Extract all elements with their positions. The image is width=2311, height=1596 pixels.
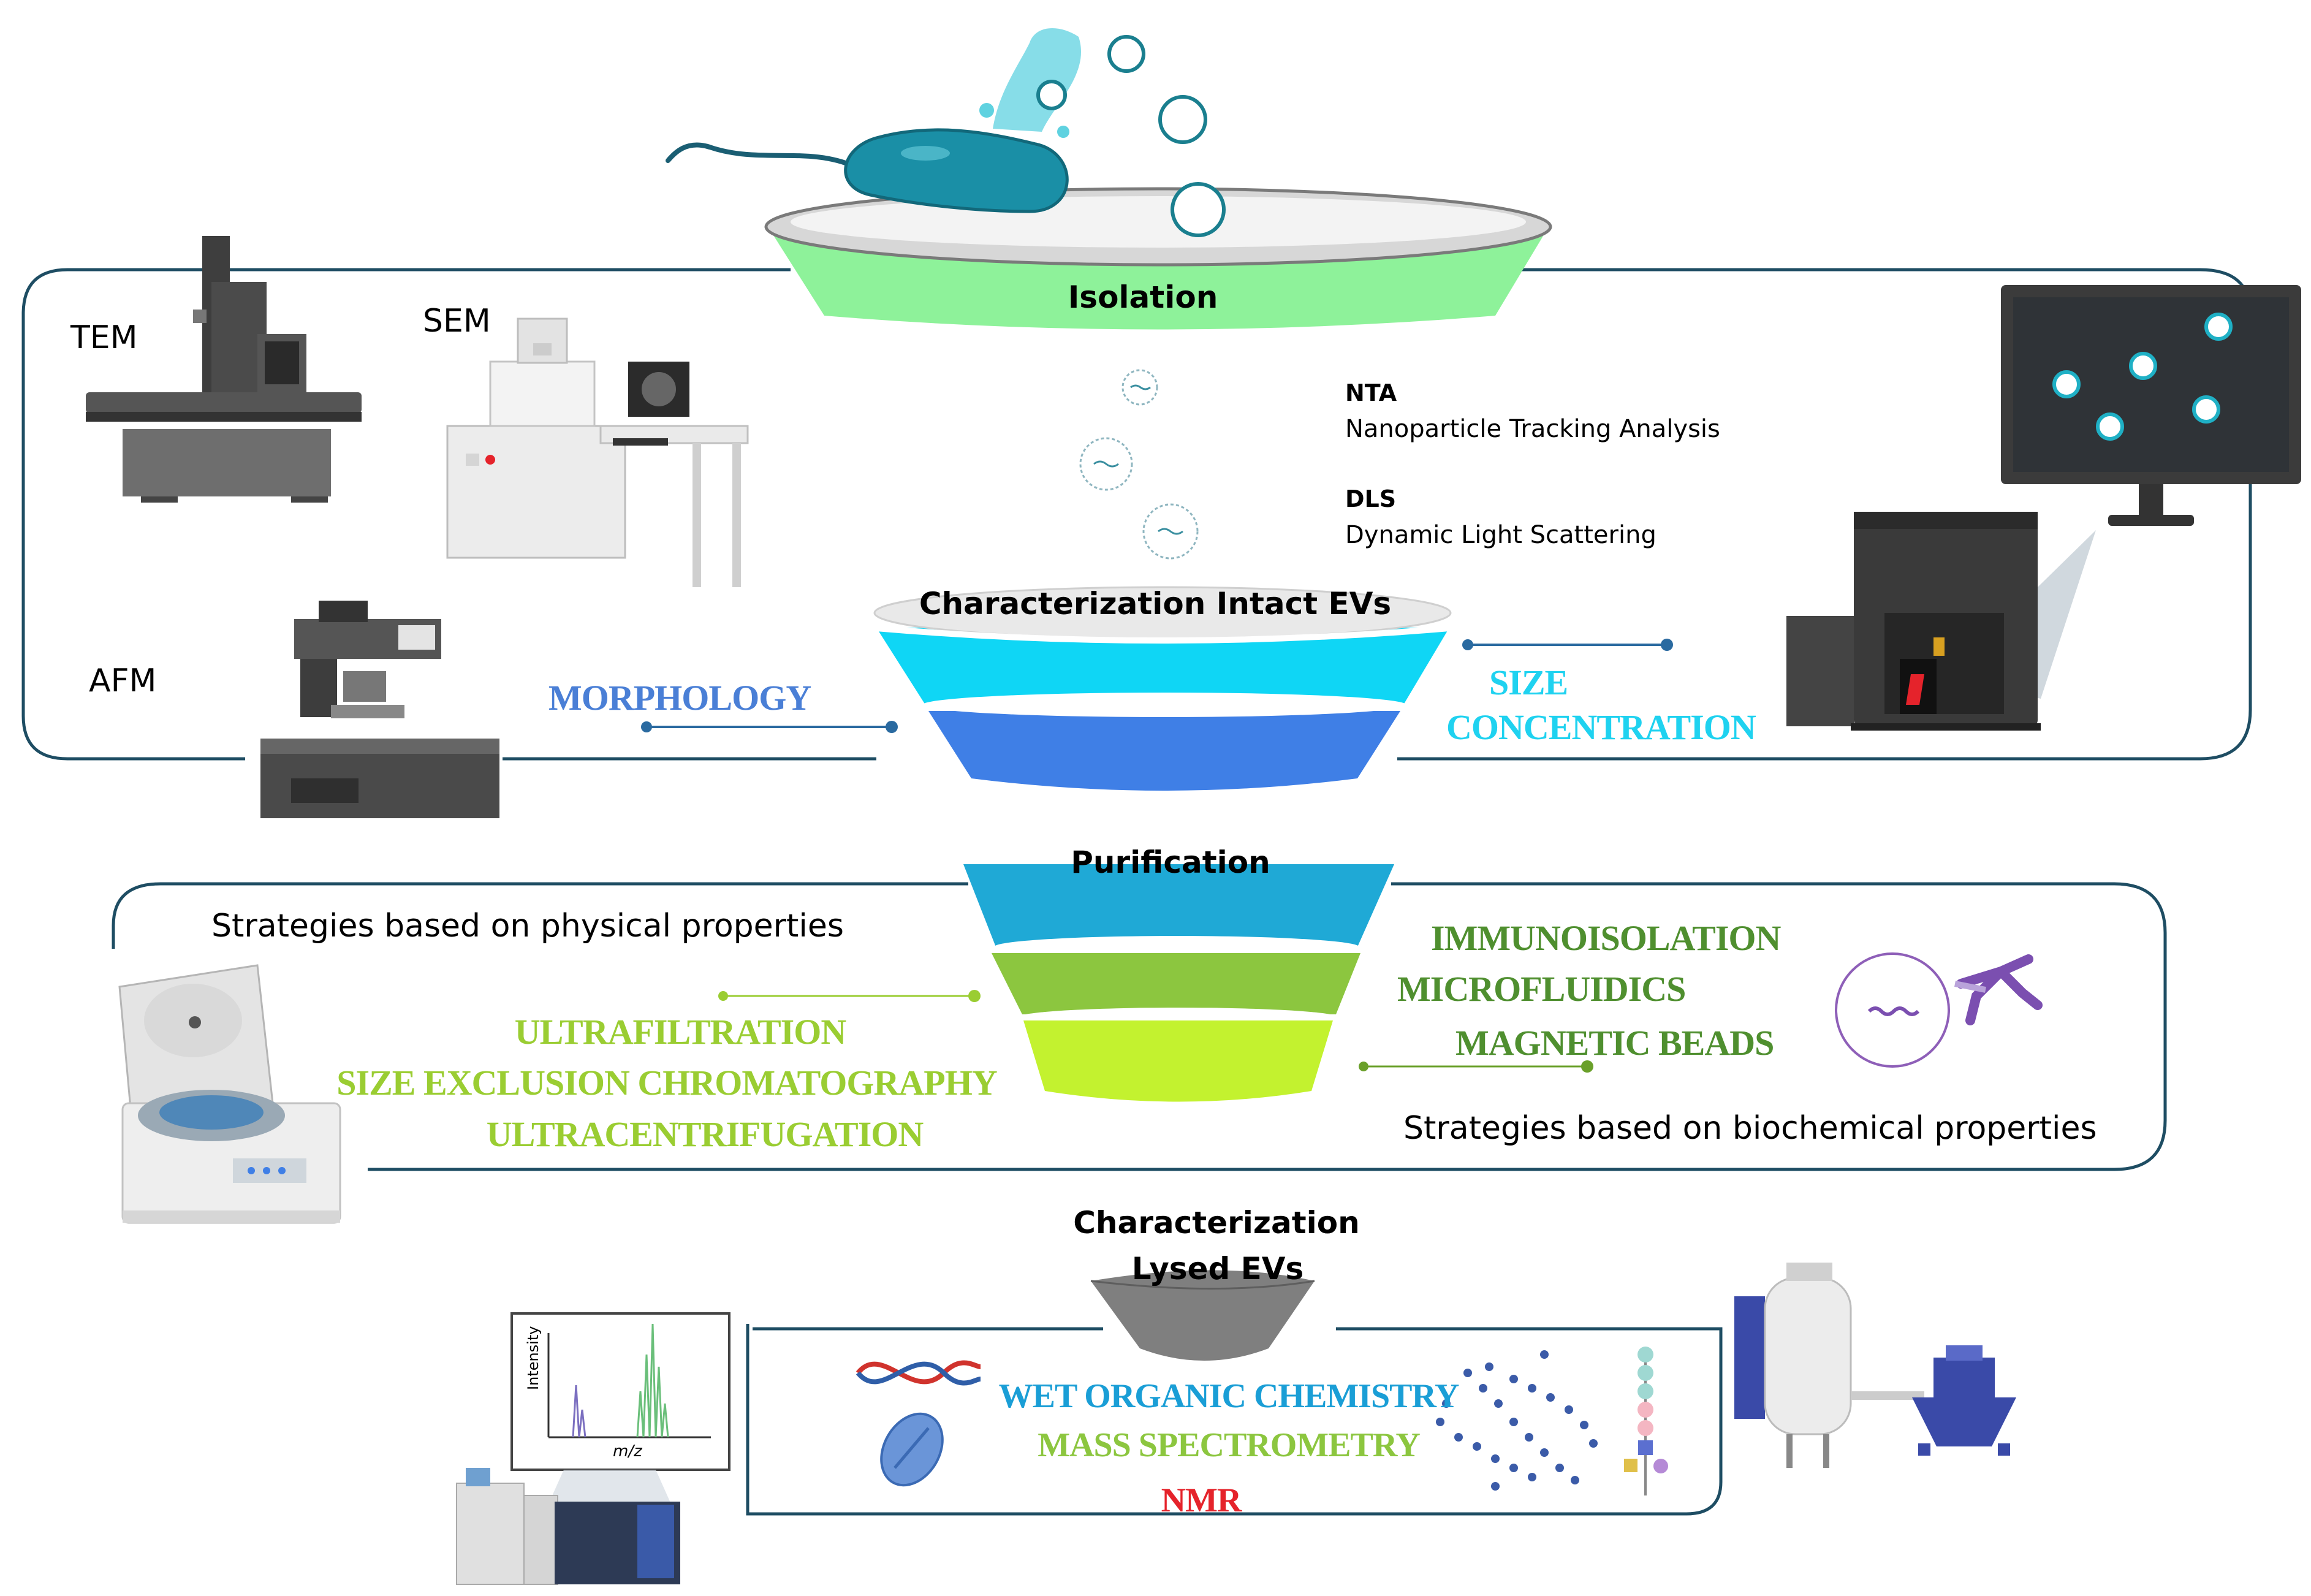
mass-spectrometry-label: MASS SPECTROMETRY <box>1038 1426 1421 1464</box>
morphology-label: MORPHOLOGY <box>548 678 811 718</box>
lipid-network-icon <box>1436 1350 1598 1491</box>
purification-panel-frame <box>112 882 2167 1171</box>
physical-connector <box>718 990 981 1002</box>
bacterium-icon <box>666 28 1082 213</box>
sec-label: SIZE EXCLUSION CHROMATOGRAPHY <box>336 1063 997 1103</box>
isolation-dish <box>764 187 1552 330</box>
nta-full-label: Nanoparticle Tracking Analysis <box>1345 415 1720 443</box>
immunoisolation-label: IMMUNOISOLATION <box>1431 918 1781 958</box>
lysed-funnel <box>1090 1270 1315 1361</box>
nmr-spectrometer-icon <box>1734 1263 2016 1468</box>
stage-characterization-lysed-line1: Characterization <box>1073 1205 1360 1241</box>
intact-funnel <box>873 586 1452 791</box>
physical-strategies-heading: Strategies based on physical properties <box>211 908 844 944</box>
concentration-label: CONCENTRATION <box>1446 707 1756 747</box>
dls-abbr-label: DLS <box>1345 485 1397 512</box>
size-concentration-connector <box>1462 639 1673 651</box>
nta-monitor-icon <box>2001 285 2301 526</box>
purification-funnel <box>963 864 1394 1102</box>
tem-microscope-icon <box>86 236 362 503</box>
nta-instrument-icon <box>1786 512 2096 731</box>
tem-label: TEM <box>70 319 138 356</box>
lc-ms-icon <box>456 1312 730 1585</box>
dls-full-label: Dynamic Light Scattering <box>1345 521 1656 549</box>
bubble-icon <box>1171 182 1226 237</box>
stage-isolation-label: Isolation <box>1068 279 1218 315</box>
morphology-connector <box>641 721 898 733</box>
antibody-icon <box>1835 952 2043 1068</box>
bubble-icon <box>1158 95 1207 144</box>
spectrum-xlabel: m/z <box>613 1442 642 1461</box>
biochemical-connector <box>1359 1060 1593 1073</box>
size-label: SIZE <box>1489 663 1568 702</box>
intact-panel-frame <box>21 268 2252 761</box>
stage-characterization-intact-label: Characterization Intact EVs <box>919 586 1392 621</box>
bubble-icon <box>1107 35 1145 73</box>
nmr-label: NMR <box>1161 1481 1242 1519</box>
lysed-panel-frame <box>746 1324 1723 1516</box>
biochemical-strategies-heading: Strategies based on biochemical properti… <box>1403 1110 2097 1147</box>
microfluidics-label: MICROFLUIDICS <box>1397 969 1686 1009</box>
sem-microscope-icon <box>446 317 749 587</box>
magnetic-beads-label: MAGNETIC BEADS <box>1455 1023 1774 1063</box>
vesicle-icon <box>1079 369 1199 560</box>
wet-organic-chemistry-label: WET ORGANIC CHEMISTRY <box>998 1377 1460 1415</box>
bubble-icon <box>1036 80 1067 110</box>
dna-icon <box>856 1360 981 1386</box>
glycan-icon <box>1624 1347 1668 1495</box>
afm-label: AFM <box>89 663 157 699</box>
ultracentrifugation-label: ULTRACENTRIFUGATION <box>486 1114 924 1154</box>
sem-label: SEM <box>423 303 491 340</box>
nta-abbr-label: NTA <box>1345 379 1397 406</box>
protein-icon <box>880 1412 944 1487</box>
ultrafiltration-label: ULTRAFILTRATION <box>514 1012 846 1052</box>
centrifuge-icon <box>118 964 341 1224</box>
spectrum-ylabel: Intensity <box>525 1326 542 1390</box>
stage-characterization-lysed-line2: Lysed EVs <box>1131 1251 1304 1286</box>
afm-microscope-icon <box>260 601 499 818</box>
stage-purification-label: Purification <box>1071 845 1270 880</box>
